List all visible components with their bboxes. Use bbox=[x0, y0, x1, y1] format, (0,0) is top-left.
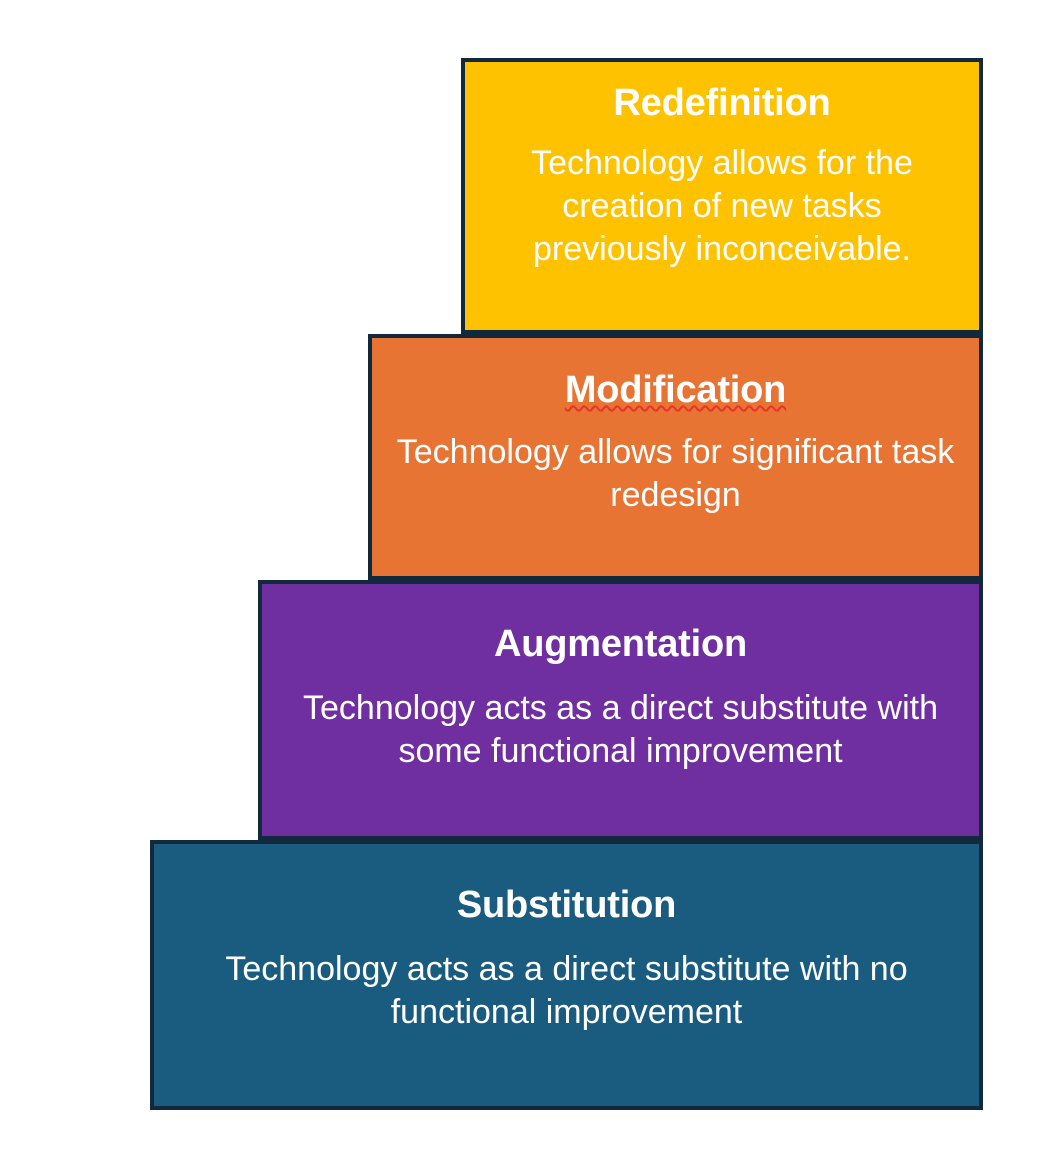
step-description-modification: Technology allows for significant task r… bbox=[396, 432, 955, 515]
step-title-redefinition: Redefinition bbox=[613, 82, 831, 124]
step-description-substitution: Technology acts as a direct substitute w… bbox=[225, 949, 908, 1032]
step-description-redefinition: Technology allows for the creation of ne… bbox=[531, 143, 913, 269]
step-title-substitution: Substitution bbox=[456, 884, 677, 926]
step-title-modification: Modification bbox=[564, 369, 787, 411]
samr-step-augmentation[interactable]: Augmentation Technology acts as a direct… bbox=[258, 580, 983, 840]
step-title-augmentation: Augmentation bbox=[493, 623, 748, 665]
step-description-augmentation: Technology acts as a direct substitute w… bbox=[303, 688, 938, 771]
samr-step-modification[interactable]: Modification Technology allows for signi… bbox=[368, 334, 983, 580]
samr-step-redefinition[interactable]: Redefinition Technology allows for the c… bbox=[461, 58, 983, 334]
samr-step-substitution[interactable]: Substitution Technology acts as a direct… bbox=[150, 840, 983, 1110]
